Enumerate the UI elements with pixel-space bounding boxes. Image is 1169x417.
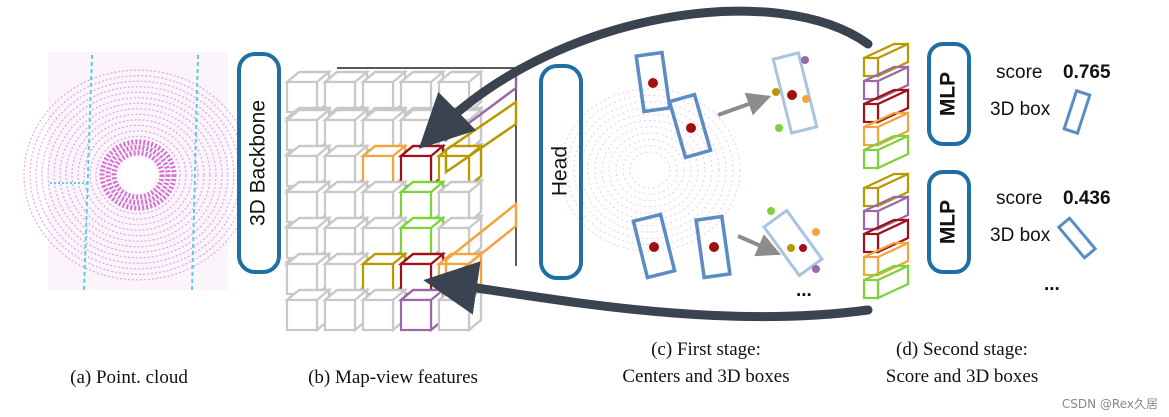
head-label: Head — [549, 146, 572, 196]
caption-b: (b) Map-view features — [308, 367, 478, 388]
caption-c-line2: Centers and 3D boxes — [622, 366, 789, 387]
feedback-arrow-top — [418, 6, 873, 149]
mlp-module-bottom: MLP — [927, 170, 971, 274]
watermark: CSDN @Rex久居 — [1062, 397, 1158, 411]
caption-a: (a) Point. cloud — [70, 367, 188, 388]
first-stage-more: ... — [796, 280, 812, 301]
mlp-top-label: MLP — [937, 72, 960, 116]
output-bottom: score 0.436 3D box — [990, 188, 1111, 260]
caption-d-line2: Score and 3D boxes — [886, 366, 1039, 387]
output-top: score 0.765 3D box — [990, 62, 1111, 136]
point-cloud-image — [23, 52, 253, 291]
box-label-bottom: 3D box — [990, 225, 1051, 246]
head-module: Head — [539, 64, 583, 280]
caption-d-line1: (d) Second stage: — [896, 339, 1028, 360]
output-more: ... — [1044, 274, 1060, 295]
backbone-label: 3D Backbone — [247, 100, 270, 226]
mlp-module-top: MLP — [927, 42, 971, 146]
first-stage-panel: ... — [559, 50, 825, 301]
box-icon-top — [1062, 88, 1092, 136]
box-label-top: 3D box — [990, 99, 1051, 120]
caption-c-line1: (c) First stage: — [651, 339, 761, 360]
score-label-bottom: score — [996, 188, 1042, 209]
mlp-bottom-label: MLP — [937, 200, 960, 244]
score-value-bottom: 0.436 — [1063, 188, 1111, 209]
second-stage-features — [862, 42, 910, 300]
box-icon-bottom — [1056, 216, 1098, 260]
score-label-top: score — [996, 62, 1042, 83]
feedback-arrow-bottom — [423, 261, 873, 322]
score-value-top: 0.765 — [1063, 62, 1111, 83]
backbone-module: 3D Backbone — [237, 52, 281, 274]
